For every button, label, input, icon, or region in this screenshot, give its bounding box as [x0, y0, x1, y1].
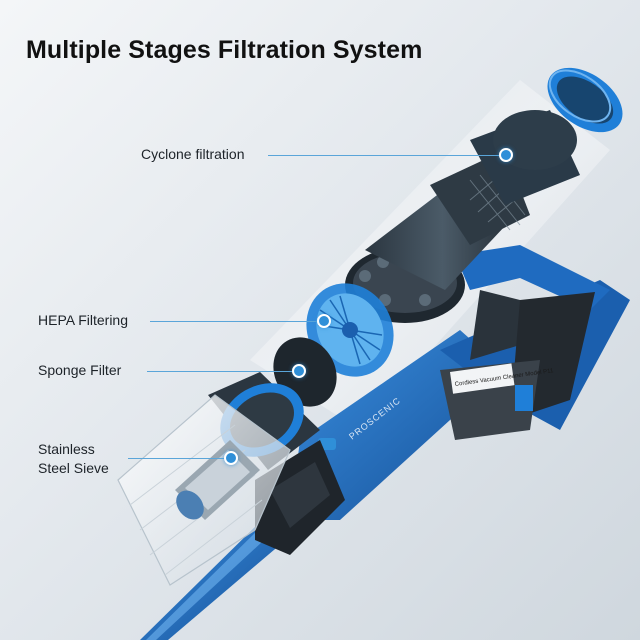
- callout-cyclone-dot: [499, 148, 513, 162]
- top-filter-cap: [547, 67, 623, 133]
- callout-sieve-label: Stainless Steel Sieve: [38, 440, 109, 478]
- callout-sieve-line2: Steel Sieve: [38, 460, 109, 476]
- callout-cyclone-line: [268, 155, 500, 156]
- callout-hepa-line: [150, 321, 318, 322]
- callout-sieve-line1: Stainless: [38, 441, 95, 457]
- page-title: Multiple Stages Filtration System: [26, 36, 423, 64]
- callout-cyclone-label: Cyclone filtration: [141, 146, 245, 162]
- callout-sieve-line: [128, 458, 225, 459]
- callout-sieve-dot: [224, 451, 238, 465]
- dust-bin: [117, 372, 320, 586]
- callout-sponge-label: Sponge Filter: [38, 362, 122, 378]
- callout-hepa-dot: [317, 314, 331, 328]
- wand-tube-highlight: [146, 522, 276, 640]
- callout-sponge-dot: [292, 364, 306, 378]
- callout-hepa-label: HEPA Filtering: [38, 312, 128, 328]
- vacuum-body: Cordless Vacuum Cleaner Model P11 PROSCE…: [290, 245, 630, 520]
- callout-sponge-line: [147, 371, 293, 372]
